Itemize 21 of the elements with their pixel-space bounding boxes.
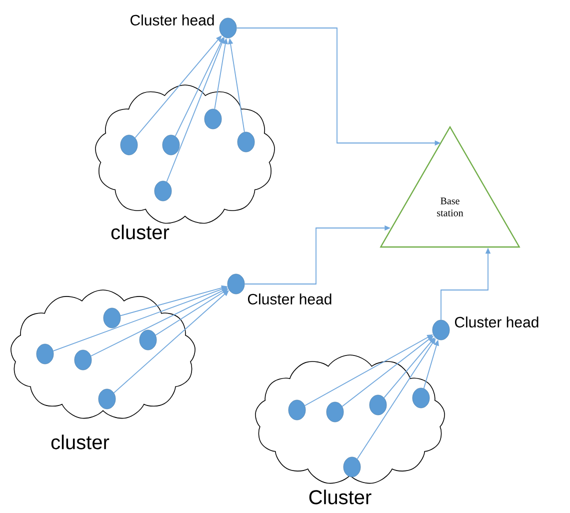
cluster-head-label: Cluster head: [248, 293, 332, 304]
sensor-dot: [288, 400, 306, 420]
sensor-dot: [120, 134, 138, 156]
sensor-dot: [343, 456, 361, 478]
sensor-dot: [98, 388, 116, 410]
sensor-dot: [369, 394, 387, 416]
cluster-label: cluster: [111, 224, 170, 240]
sensor-dot: [103, 308, 121, 328]
cluster-head-label: Cluster head: [130, 14, 214, 26]
sensor-dot: [237, 132, 255, 152]
sensor-dot: [326, 402, 344, 422]
sensor-dot: [36, 344, 54, 364]
sensor-dot: [154, 180, 172, 202]
cluster-label: Cluster: [309, 490, 372, 504]
sensor-dot: [204, 108, 222, 130]
cluster-label: cluster: [51, 434, 110, 450]
sensor-dot: [139, 330, 157, 350]
sensor-dot: [74, 350, 92, 370]
sensor-dot: [162, 134, 180, 156]
cluster-head-label: Cluster head: [454, 316, 538, 328]
sensor-dot: [412, 388, 430, 408]
